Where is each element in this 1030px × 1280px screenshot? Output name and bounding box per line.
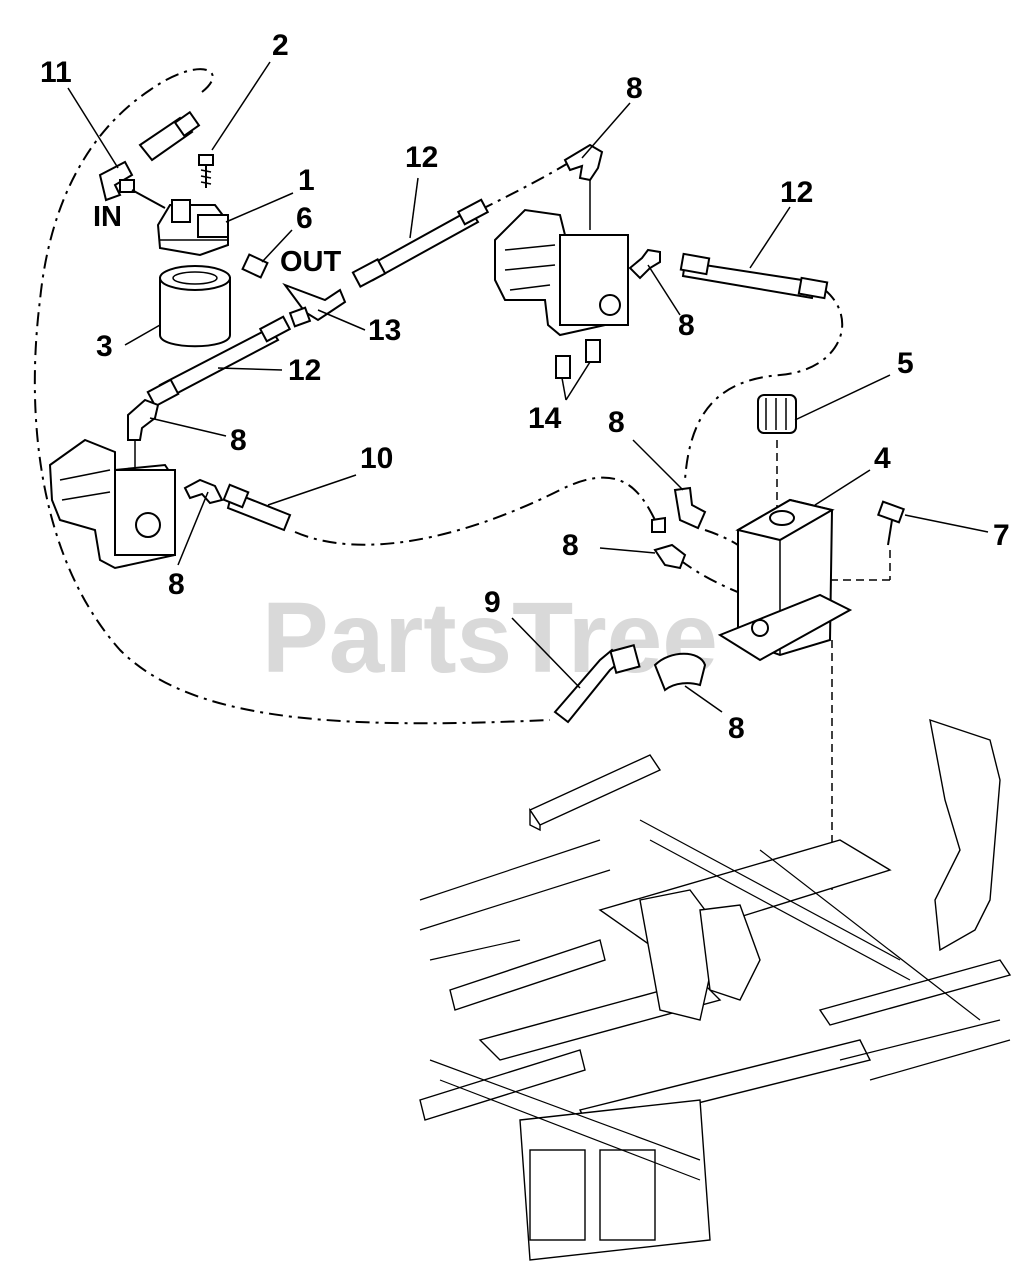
mounting-screw xyxy=(876,500,906,546)
leader-12-lower xyxy=(217,367,283,371)
hose-assembly-12-right xyxy=(679,252,829,300)
callout-7: 7 xyxy=(993,519,1010,552)
hose-lines xyxy=(33,68,844,725)
elbow-fitting-10 xyxy=(183,478,224,505)
hose-10 xyxy=(294,476,656,546)
callout-4: 4 xyxy=(874,442,891,475)
reservoir-cap xyxy=(757,394,797,434)
left-hydraulic-pump xyxy=(48,438,176,570)
hose-right-12 xyxy=(684,289,844,481)
callout-6: 6 xyxy=(296,202,313,235)
elbow-fitting-reservoir-lower xyxy=(653,543,687,570)
hose-end-fitting xyxy=(138,110,201,162)
leader-4 xyxy=(814,469,871,506)
callout-12-upper: 12 xyxy=(405,141,438,174)
elbow-fitting-reservoir-middle xyxy=(651,516,666,533)
callout-8-suction: 8 xyxy=(728,712,745,745)
leader-7 xyxy=(904,514,989,533)
leader-11 xyxy=(67,87,119,169)
callout-8-10: 8 xyxy=(168,568,185,601)
leader-14-a xyxy=(561,377,567,401)
callout-8-reservoir-lower: 8 xyxy=(562,529,579,562)
center-hydraulic-pump xyxy=(494,208,629,337)
elbow-fitting-suction xyxy=(653,652,707,692)
hose-upper-12 xyxy=(479,161,571,211)
callout-1: 1 xyxy=(298,164,315,197)
elbow-fitting-reservoir-upper xyxy=(673,486,707,530)
callout-10: 10 xyxy=(360,442,393,475)
leader-5 xyxy=(794,374,891,421)
leader-13 xyxy=(317,309,366,331)
leader-8-pump-right xyxy=(647,264,681,316)
leader-8-top xyxy=(581,102,631,159)
fitting-6 xyxy=(241,253,269,279)
leader-6 xyxy=(261,229,293,263)
hose-assembly-12-lower xyxy=(146,315,292,408)
tee-fitting xyxy=(282,282,347,328)
mower-frame xyxy=(419,718,1012,1261)
leader-12-right xyxy=(749,206,791,269)
callout-5: 5 xyxy=(897,347,914,380)
elbow-fitting-in xyxy=(98,160,166,209)
leader-9 xyxy=(511,617,581,689)
callout-9: 9 xyxy=(484,586,501,619)
leader-1 xyxy=(225,192,294,223)
callout-11: 11 xyxy=(40,56,72,89)
leader-8-left-pump xyxy=(149,417,227,437)
hose-11 xyxy=(33,68,551,725)
callout-2: 2 xyxy=(272,29,289,62)
hose-assembly-12-upper xyxy=(351,198,490,288)
bolt xyxy=(198,154,214,188)
leader-8-reservoir-upper xyxy=(632,439,684,491)
elbow-fitting-pump-right xyxy=(628,248,661,280)
callout-8-reservoir-upper: 8 xyxy=(608,406,625,439)
callout-12-right: 12 xyxy=(780,176,813,209)
callout-13: 13 xyxy=(368,314,401,347)
elbow-fitting-top xyxy=(563,143,604,230)
watermark-text: PartsTree xyxy=(262,582,718,694)
suction-hose-9 xyxy=(553,644,641,724)
port-label-in: IN xyxy=(93,201,122,233)
leader-10 xyxy=(267,474,357,506)
callout-numbers: 11 2 1 6 3 13 12 8 10 8 12 8 12 8 14 5 8… xyxy=(40,29,1010,745)
hydraulic-reservoir xyxy=(717,498,853,662)
callout-8-top: 8 xyxy=(626,72,643,105)
callout-8-pump-right: 8 xyxy=(678,309,695,342)
leader-8-suction xyxy=(684,685,723,713)
callout-3: 3 xyxy=(96,330,113,363)
callout-12-lower: 12 xyxy=(288,354,321,387)
elbow-fitting-left-pump xyxy=(127,398,160,441)
leader-8-reservoir-lower xyxy=(599,547,656,554)
hose-tank-top xyxy=(704,529,739,546)
filter-head xyxy=(156,199,229,257)
callout-8-left-pump: 8 xyxy=(230,424,247,457)
oil-filter xyxy=(159,265,231,348)
leader-3 xyxy=(124,324,161,346)
callout-14: 14 xyxy=(528,402,562,435)
leader-2 xyxy=(211,61,271,151)
port-label-out: OUT xyxy=(280,246,342,278)
leader-8-10 xyxy=(177,491,209,566)
leader-12-upper xyxy=(409,177,419,239)
leader-14-b xyxy=(565,361,591,401)
plug-fittings-14 xyxy=(555,339,601,379)
leader-lines xyxy=(67,61,989,713)
hose-end-10 xyxy=(222,483,292,532)
